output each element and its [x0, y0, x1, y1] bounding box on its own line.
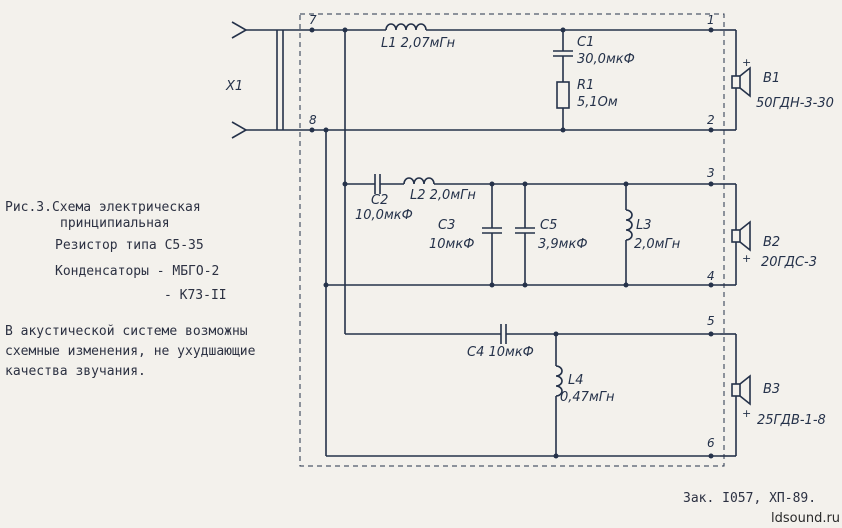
speaker-b2-symbol: [720, 183, 751, 286]
c4-label: C4 10мкФ: [467, 345, 534, 360]
b3-model: 25ГДВ-1-8: [757, 413, 826, 428]
c1-value: 30,0мкФ: [577, 52, 635, 67]
r1-value: 5,1Ом: [577, 95, 618, 110]
b1-polarity: +: [742, 56, 751, 69]
b3-name: B3: [763, 382, 780, 397]
remark-line1: В акустической системе возможны: [5, 324, 248, 339]
b1-name: B1: [763, 71, 780, 86]
l4-name: L4: [568, 373, 584, 388]
connector-x1: [231, 21, 300, 139]
input-wires: [300, 27, 386, 456]
capacitor-types: Конденсаторы - МБГО-2: [55, 264, 220, 279]
terminal-5: 5: [707, 314, 715, 328]
remark-line3: качества звучания.: [5, 364, 146, 379]
l3-name: L3: [636, 218, 652, 233]
c3-value: 10мкФ: [429, 237, 474, 252]
resistor-type: Резистор типа С5-35: [55, 238, 204, 253]
b3-polarity: +: [742, 407, 751, 420]
terminal-7: 7: [309, 13, 317, 27]
speaker-b3-symbol: [720, 333, 751, 457]
capacitor-types-cont: - К73-II: [164, 288, 227, 303]
terminal-1: 1: [707, 13, 715, 27]
b1-model: 50ГДН-3-30: [756, 96, 834, 111]
r1-name: R1: [577, 78, 594, 93]
caption-line1: Рис.3.Схема электрическая: [5, 200, 201, 215]
terminal-6: 6: [707, 436, 715, 450]
c1-name: C1: [577, 35, 594, 50]
l3-value: 2,0мГн: [634, 237, 681, 252]
terminal-2: 2: [707, 113, 715, 127]
l4-value: 0,47мГн: [560, 390, 615, 405]
enclosure-border: [299, 13, 725, 467]
tweeter-filter-bottom: [326, 324, 720, 459]
c2-value: 10,0мкФ: [355, 208, 413, 223]
l2-label: L2 2,0мГн: [410, 188, 476, 203]
caption-line2: принципиальная: [60, 216, 170, 231]
b2-name: B2: [763, 235, 780, 250]
terminal-dots: [309, 27, 714, 459]
l1-label: L1 2,07мГн: [381, 36, 456, 51]
remark-line2: схемные изменения, не ухудшающие: [5, 344, 256, 359]
connector-label: X1: [225, 79, 243, 94]
terminal-3: 3: [707, 166, 715, 180]
midrange-filter: [326, 174, 720, 288]
c5-name: C5: [540, 218, 557, 233]
terminal-4: 4: [707, 269, 715, 283]
c5-value: 3,9мкФ: [538, 237, 588, 252]
watermark: ldsound.ru: [771, 511, 841, 526]
speaker-b1-symbol: [720, 29, 751, 131]
c2-name: C2: [371, 193, 388, 208]
order-number: Зак. I057, ХП-89.: [683, 491, 817, 506]
tweeter-filter-top: [326, 23, 720, 133]
c3-name: C3: [438, 218, 455, 233]
terminal-8: 8: [309, 113, 317, 127]
b2-model: 20ГДС-3: [761, 255, 817, 270]
b2-polarity: +: [742, 252, 751, 265]
